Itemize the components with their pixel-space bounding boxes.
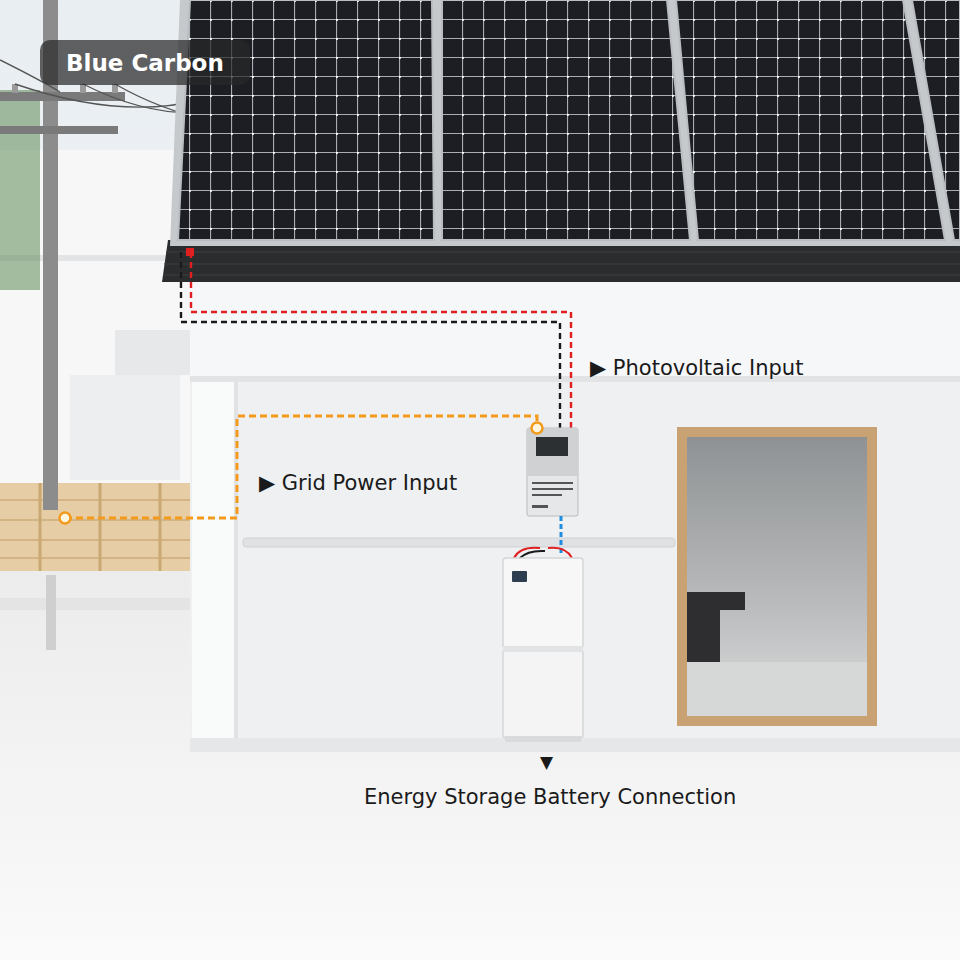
watermark-badge: Blue Carbon: [40, 40, 250, 85]
callout-label: ▶ Photovoltaic Input: [590, 356, 803, 380]
watermark-text: Blue Carbon: [66, 50, 250, 76]
callout-label: ▶ Grid Power Input: [259, 471, 457, 495]
callout-label: Energy Storage Battery Connection: [364, 785, 736, 809]
callout-label: ▼: [540, 752, 553, 772]
